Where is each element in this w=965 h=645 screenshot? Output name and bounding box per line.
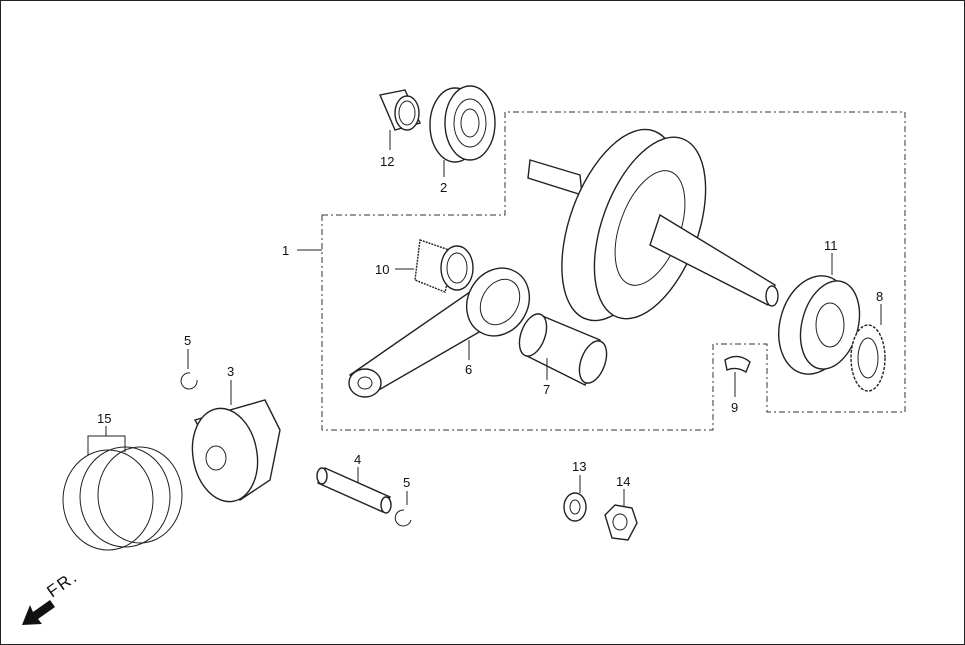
crankshaft-part[interactable] (527, 114, 779, 336)
piston-part[interactable] (185, 399, 281, 507)
timing-sprocket-part[interactable] (850, 324, 886, 392)
washer-part[interactable] (563, 492, 587, 522)
callout-14: 14 (616, 474, 630, 489)
callout-5-left: 5 (184, 333, 191, 348)
piston-pin-part[interactable] (316, 467, 392, 514)
callout-7: 7 (543, 382, 550, 397)
callout-1: 1 (282, 243, 289, 258)
callout-13: 13 (572, 459, 586, 474)
callout-8: 8 (876, 289, 883, 304)
clip-right-part[interactable] (394, 509, 412, 527)
crank-pin-part[interactable] (514, 310, 612, 387)
callout-11: 11 (824, 238, 838, 253)
leader-bracket (87, 435, 126, 455)
assembly-outline (321, 111, 906, 431)
front-arrow-icon (22, 600, 55, 625)
callout-5-right: 5 (403, 475, 410, 490)
bearing-right-part[interactable] (768, 268, 868, 383)
needle-bearing-part[interactable] (414, 239, 474, 293)
callout-3: 3 (227, 364, 234, 379)
collar-part[interactable] (379, 89, 421, 131)
nut-part[interactable] (604, 504, 638, 541)
woodruff-key-part[interactable] (724, 355, 751, 374)
bearing-left-part[interactable] (429, 85, 496, 163)
callout-6: 6 (465, 362, 472, 377)
callout-15: 15 (97, 411, 111, 426)
callout-2: 2 (440, 180, 447, 195)
piston-ring-set-part[interactable] (62, 446, 183, 551)
front-direction-label: FR. (43, 567, 81, 602)
callout-12: 12 (380, 154, 394, 169)
clip-left-part[interactable] (180, 372, 198, 390)
connecting-rod-part[interactable] (348, 257, 541, 398)
callout-9: 9 (731, 400, 738, 415)
callout-4: 4 (354, 452, 361, 467)
callout-10: 10 (375, 262, 389, 277)
